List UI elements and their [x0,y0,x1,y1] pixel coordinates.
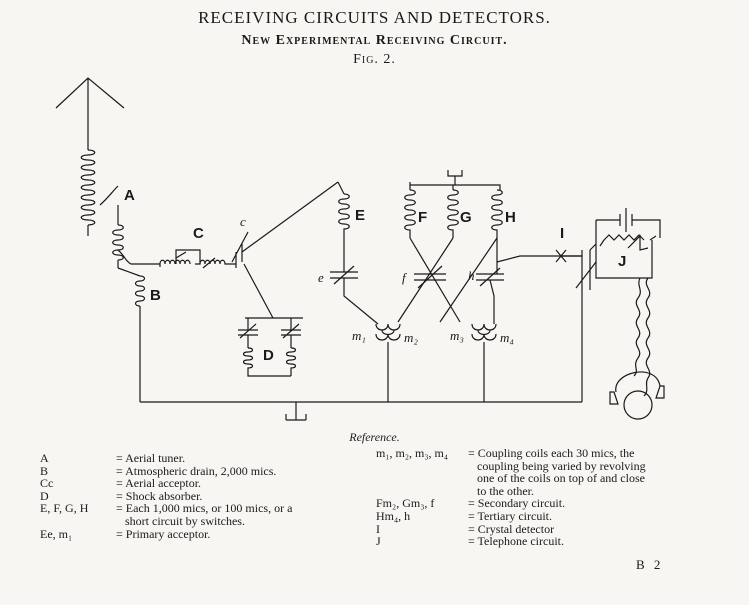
legend-value: short circuit by switches. [116,514,245,528]
legend-key: D [40,488,49,503]
capacitor-j [575,250,597,290]
figure-number: Fig. 2. [353,52,396,67]
coil-h [491,189,503,238]
coil-e [338,193,350,272]
legend-value: = Aerial tuner. [116,451,186,465]
legend-key: Ee, m₁ [40,526,73,541]
legend-key: Hm₄, h [376,509,411,523]
legend-key: B [40,463,49,478]
label-m1: m₁ [352,328,366,343]
coupling-coil-m1 [375,323,401,336]
legend-value: = Aerial acceptor. [116,476,202,491]
coupling-coil-m3 [471,323,497,336]
reference-heading: Reference. [349,430,400,444]
legend-value: = Coupling coils each 30 mics, the [468,446,635,460]
legend-value: = Each 1,000 mics, or 100 mics, or a [116,501,293,516]
crystal-detector [555,249,582,263]
legend-key: Cc [40,476,54,491]
battery [619,208,633,232]
legend-value: to the other. [468,483,534,498]
legend-value: = Secondary circuit. [468,496,566,511]
label-f-small: f [402,270,408,285]
coil-a [80,149,96,236]
coil-f [404,189,416,238]
page-subtitle: New Experimental Receiving Circuit. [241,33,508,48]
legend-value: one of the coils on top of and close [468,471,645,486]
legend-value: = Crystal detector [468,521,555,536]
coil-c-left [159,259,191,267]
telephone-cord [643,277,651,397]
legend-value: = Telephone circuit. [468,534,565,549]
label-e: E [355,207,365,224]
legend-value: = Atmospheric drain, 2,000 mics. [116,463,277,478]
legend-key: J [376,534,381,549]
label-e-small: e [318,270,324,285]
coil-g [447,189,459,238]
telephone-cord-2 [633,277,641,377]
page-title: RECEIVING CIRCUITS AND DETECTORS. [198,8,551,27]
telephone-box [595,219,661,279]
legend-value: = Primary acceptor. [116,526,211,541]
legend-value: = Tertiary circuit. [468,509,553,523]
legend-key: E, F, G, H [40,501,89,516]
label-h-small: h [468,268,475,283]
label-i: I [560,225,564,242]
label-m4: m₄ [500,330,514,345]
coupling-coil-m2 [375,333,401,341]
legend-key: m₁, m₂, m₃, m₄ [376,446,449,460]
legend-value: coupling being varied by revolving [468,458,646,473]
capacitor-h [476,267,504,287]
label-d: D [263,347,274,364]
label-m3: m₃ [450,328,464,343]
label-c: C [193,225,204,242]
label-m2: m₂ [404,330,418,345]
label-h: H [505,209,516,226]
label-b: B [150,287,161,304]
coil-d-right [285,347,297,376]
coupling-coil-m4 [471,333,497,341]
coil-d-left [242,347,291,377]
legend-key: Fm₂, Gm₃, f [376,496,435,511]
legend-key: I [376,521,380,536]
coil-b-lower [117,267,146,402]
legend-key: A [40,451,49,465]
coil-c-right [199,259,236,265]
coil-b-upper [112,205,124,268]
aerial-symbol [55,77,125,150]
circuit-diagram: A B C D E F G H I J c e f h m₁ m₂ m₃ m₄ [55,77,665,421]
label-f: F [418,209,427,226]
page-number: B 2 [636,557,664,572]
label-c-small: c [240,214,246,229]
headphones [609,371,665,405]
capacitor-c [231,231,249,268]
capacitor-f [414,265,446,289]
legend-left: A = Aerial tuner. B = Atmospheric drain, 2,… [40,452,370,552]
legend-right: m₁, m₂, m₃, m₄ = Coupling coils each 30 m… [376,447,716,557]
label-j: J [618,253,626,270]
earth-bus [140,401,582,421]
label-g: G [460,209,472,226]
legend-value: = Shock absorber. [116,488,203,503]
label-a: A [124,187,135,204]
